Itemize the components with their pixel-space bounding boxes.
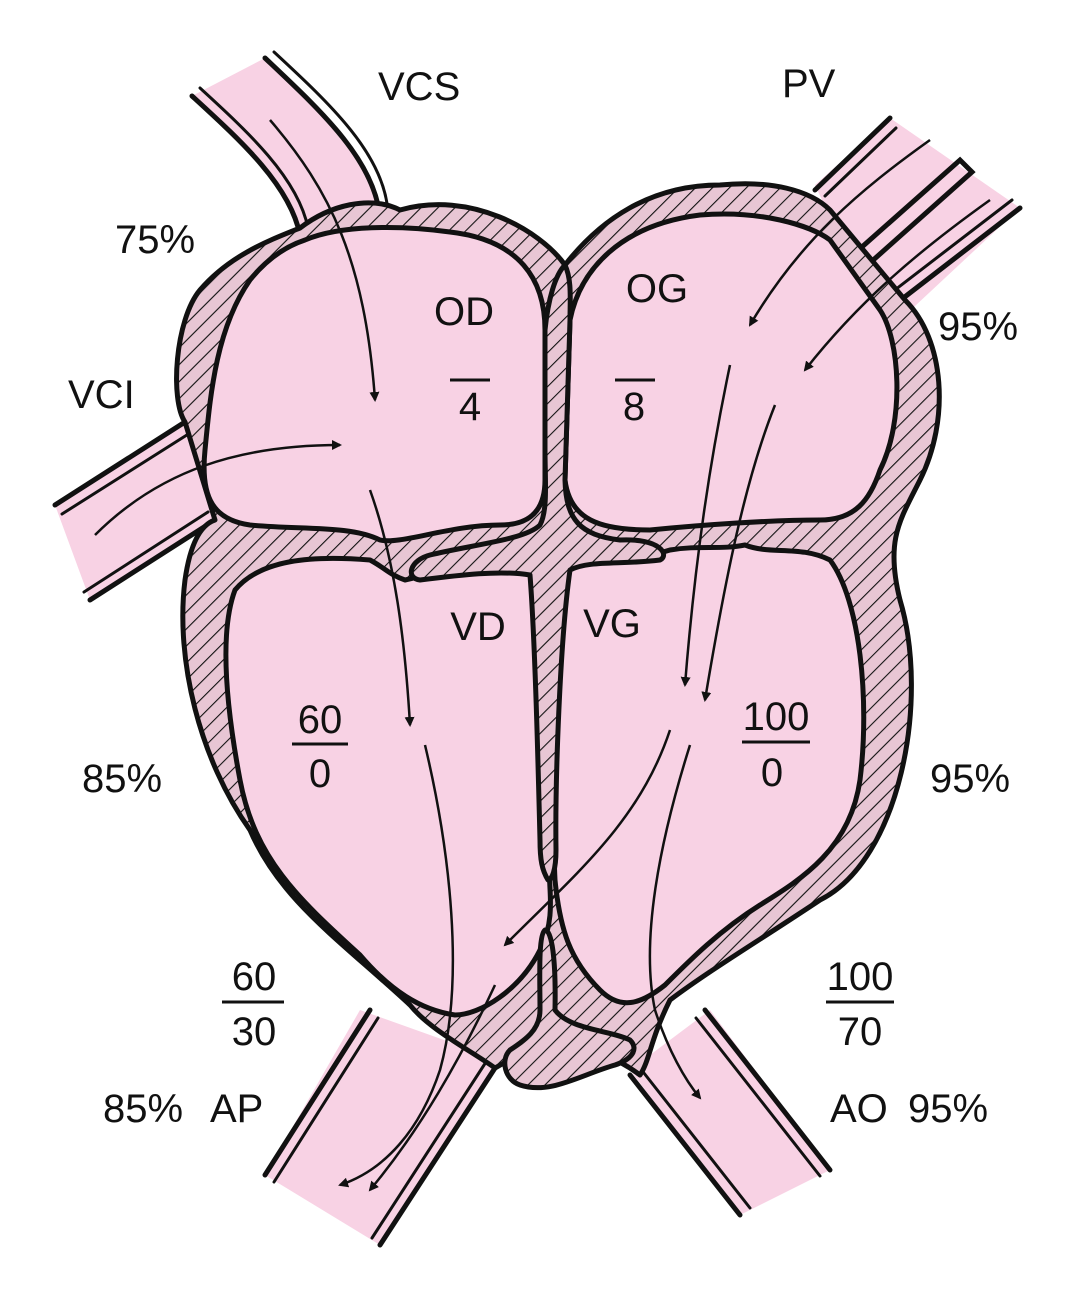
pv-label: PV [782, 62, 836, 106]
vg-label: VG [583, 602, 641, 646]
vd-pressure-systolic: 60 [298, 698, 343, 742]
vd-chamber [223, 555, 553, 1018]
flow-arrow-la-lv-1 [680, 364, 732, 687]
vci-vessel [55, 422, 215, 600]
og-label: OG [626, 267, 688, 311]
labels: VCS PV VCI 75% 95% 85% 95% OD OG VD VG 4… [68, 62, 1018, 1131]
vg-pressure-systolic: 100 [743, 695, 810, 739]
flow-arrows [94, 119, 991, 1192]
flow-arrow-vcs [269, 119, 380, 402]
od-label: OD [434, 290, 494, 334]
vg-pressure-diastolic: 0 [761, 751, 783, 795]
flow-arrow-rv-ap-1 [338, 744, 455, 1188]
flow-arrow-ra-rv [368, 489, 415, 727]
vci-label: VCI [68, 373, 135, 417]
flow-arrow-pv-2 [803, 198, 991, 372]
flow-arrow-rv-ap-2 [368, 984, 497, 1192]
vd-pressure-diastolic: 0 [309, 752, 331, 796]
ap-label: AP [210, 1087, 263, 1131]
og-pressure-diastolic: 8 [623, 385, 645, 429]
ao-vessel [630, 1010, 830, 1215]
vcs-label: VCS [378, 65, 460, 109]
ap-pressure-systolic: 60 [232, 955, 277, 999]
lv-saturation: 95% [930, 757, 1010, 801]
ao-label: AO [830, 1087, 888, 1131]
ap-pressure-diastolic: 30 [232, 1010, 277, 1054]
ao-pressure-diastolic: 70 [838, 1010, 883, 1054]
flow-arrow-pv-1 [748, 138, 931, 327]
ao-saturation: 95% [908, 1087, 988, 1131]
flow-arrow-vci [94, 440, 342, 536]
vcs-vessel [192, 58, 380, 235]
ao-pressure-systolic: 100 [827, 955, 894, 999]
flow-arrow-lv-ap [503, 729, 672, 947]
flow-arrow-lv-ao [648, 744, 702, 1100]
vcs-saturation: 75% [115, 218, 195, 262]
septum [408, 262, 667, 883]
od-pressure-diastolic: 4 [459, 385, 481, 429]
vd-label: VD [450, 605, 506, 649]
og-chamber [562, 211, 900, 533]
ap-saturation: 85% [103, 1087, 183, 1131]
pv-saturation: 95% [938, 305, 1018, 349]
rv-saturation: 85% [82, 757, 162, 801]
flow-arrow-la-lv-2 [701, 404, 777, 702]
outflow-septum [502, 927, 637, 1091]
